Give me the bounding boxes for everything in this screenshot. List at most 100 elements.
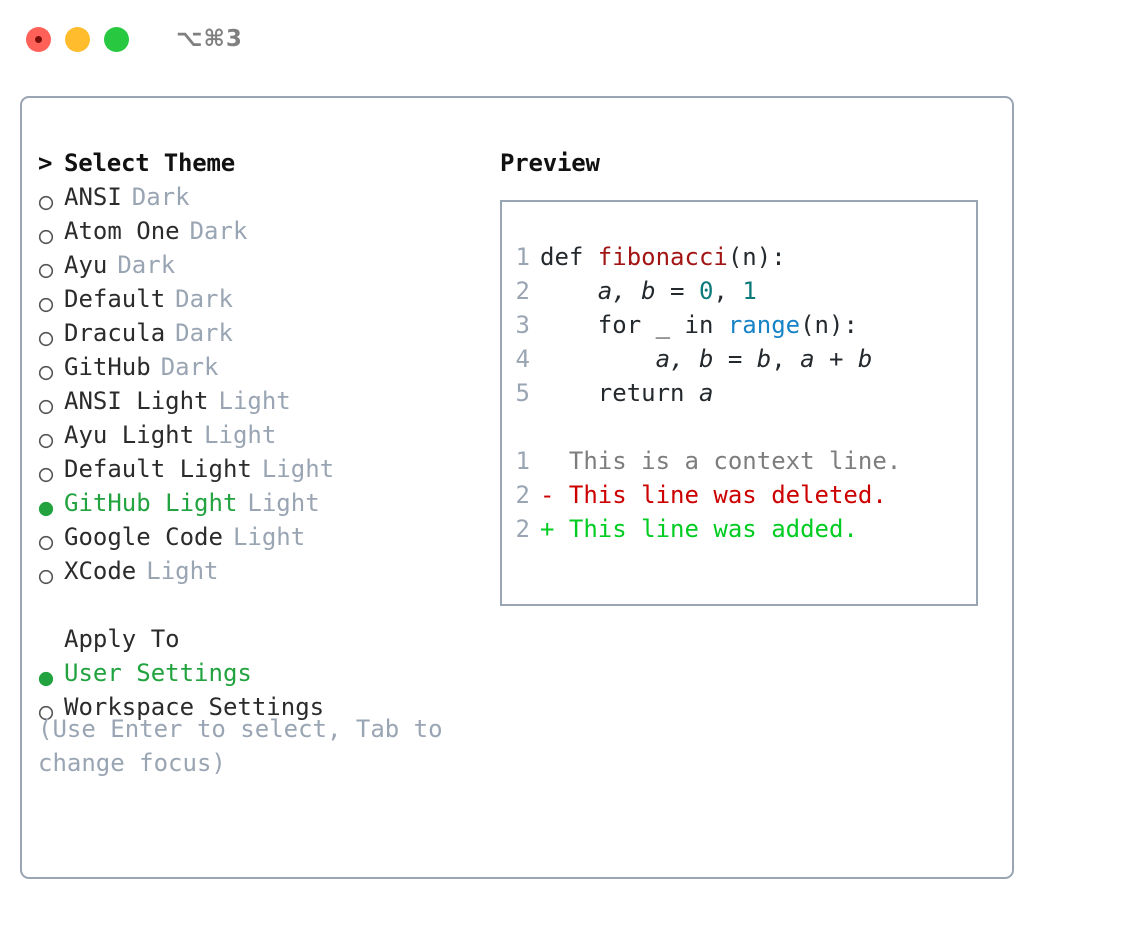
theme-list-item[interactable]: ANSI Light Light bbox=[38, 384, 488, 418]
apply-to-header-label: Apply To bbox=[64, 625, 180, 653]
theme-name-label: XCode bbox=[64, 557, 137, 585]
radio-unselected-icon bbox=[38, 524, 64, 551]
radio-unselected-icon bbox=[38, 558, 64, 585]
code-token-kw: return bbox=[540, 379, 699, 407]
diff-line-number: 2 bbox=[515, 481, 530, 509]
theme-list-item[interactable]: Dracula Dark bbox=[38, 316, 488, 350]
code-token-var: a, b bbox=[655, 345, 714, 373]
diff-sample-block: 1 This is a context line.2- This line wa… bbox=[502, 444, 976, 546]
diff-line: 1 This is a context line. bbox=[502, 444, 976, 478]
theme-list-item[interactable]: Ayu Dark bbox=[38, 248, 488, 282]
minimize-window-button[interactable] bbox=[65, 26, 90, 52]
code-token-var: a bbox=[800, 345, 815, 373]
apply-to-header: Apply To bbox=[38, 622, 488, 656]
code-token-punc: (n): bbox=[727, 243, 786, 271]
code-line: 1 def fibonacci(n): bbox=[502, 240, 976, 274]
apply-to-option-label: User Settings bbox=[64, 659, 252, 687]
radio-unselected-icon bbox=[38, 218, 64, 245]
diff-line: 2+ This line was added. bbox=[502, 512, 976, 546]
theme-variant-tag: Light bbox=[204, 421, 277, 449]
theme-name-label: GitHub Light bbox=[64, 489, 238, 517]
code-token-fn: fibonacci bbox=[597, 243, 728, 271]
code-token-var: a bbox=[698, 379, 714, 407]
apply-to-option[interactable]: Workspace Settings bbox=[38, 690, 488, 724]
diff-line-number: 1 bbox=[515, 447, 530, 475]
theme-name-label: Ayu bbox=[64, 251, 108, 279]
code-token-bi: range bbox=[727, 311, 801, 339]
code-token-kw: def bbox=[540, 243, 598, 271]
theme-list-item[interactable]: XCode Light bbox=[38, 554, 488, 588]
close-window-button[interactable] bbox=[26, 26, 51, 52]
theme-name-label: Atom One bbox=[64, 217, 180, 245]
radio-selected-icon bbox=[38, 490, 64, 517]
code-line-text: def fibonacci(n): bbox=[540, 240, 786, 274]
code-token-var: b bbox=[857, 345, 873, 373]
radio-unselected-icon bbox=[38, 252, 64, 279]
diff-line-number: 2 bbox=[515, 515, 530, 543]
theme-name-label: Default Light bbox=[64, 455, 252, 483]
theme-variant-tag: Light bbox=[146, 557, 219, 585]
radio-unselected-icon bbox=[38, 286, 64, 313]
code-token-punc bbox=[540, 345, 656, 373]
code-token-punc bbox=[540, 277, 598, 305]
code-token-var: a, b bbox=[597, 277, 656, 305]
theme-variant-tag: Dark bbox=[117, 251, 176, 279]
theme-variant-tag: Light bbox=[218, 387, 291, 415]
theme-name-label: ANSI Light bbox=[64, 387, 209, 415]
theme-list-item[interactable]: Default Dark bbox=[38, 282, 488, 316]
maximize-window-button[interactable] bbox=[104, 26, 129, 52]
select-theme-header: > Select Theme bbox=[38, 146, 488, 180]
theme-name-label: Dracula bbox=[64, 319, 166, 347]
code-line-number: 4 bbox=[515, 345, 530, 373]
theme-name-label: Default bbox=[64, 285, 166, 313]
radio-unselected-icon bbox=[38, 388, 64, 415]
theme-variant-tag: Dark bbox=[175, 285, 233, 313]
diff-line-text-ctx: This is a context line. bbox=[540, 447, 902, 475]
apply-to-option-label: Workspace Settings bbox=[64, 693, 325, 721]
code-line: 5 return a bbox=[502, 376, 976, 410]
theme-list-item[interactable]: Default Light Light bbox=[38, 452, 488, 486]
theme-name-label: ANSI bbox=[64, 183, 122, 211]
theme-variant-tag: Dark bbox=[175, 319, 233, 347]
prompt-caret-icon: > bbox=[38, 149, 53, 177]
code-token-punc: (n): bbox=[800, 311, 858, 339]
title-bar: ⌥⌘3 bbox=[0, 0, 1140, 78]
theme-name-label: GitHub bbox=[64, 353, 151, 381]
code-line: 2 a, b = 0, 1 bbox=[502, 274, 976, 308]
code-token-punc: , bbox=[713, 277, 743, 305]
code-token-num: 1 bbox=[742, 277, 757, 305]
code-line: 3 for _ in range(n): bbox=[502, 308, 976, 342]
code-token-num: 0 bbox=[698, 277, 714, 305]
radio-unselected-icon bbox=[38, 456, 64, 483]
code-line-number: 2 bbox=[515, 277, 530, 305]
radio-unselected-icon bbox=[38, 320, 64, 347]
diff-line: 2- This line was deleted. bbox=[502, 478, 976, 512]
radio-unselected-icon bbox=[38, 694, 64, 721]
code-line-text: for _ in range(n): bbox=[540, 308, 858, 342]
theme-name-label: Google Code bbox=[64, 523, 223, 551]
code-token-var: b bbox=[756, 345, 772, 373]
code-line-number: 1 bbox=[515, 243, 530, 271]
apply-to-option[interactable]: User Settings bbox=[38, 656, 488, 690]
code-line-number: 3 bbox=[515, 311, 530, 339]
select-theme-header-label: Select Theme bbox=[64, 149, 235, 177]
preview-title: Preview bbox=[500, 149, 600, 177]
radio-unselected-icon bbox=[38, 354, 64, 381]
theme-variant-tag: Light bbox=[261, 455, 335, 483]
code-line: 4 a, b = b, a + b bbox=[502, 342, 976, 376]
radio-unselected-icon bbox=[38, 422, 64, 449]
radio-unselected-icon bbox=[38, 184, 64, 211]
code-line-number: 5 bbox=[515, 379, 530, 407]
